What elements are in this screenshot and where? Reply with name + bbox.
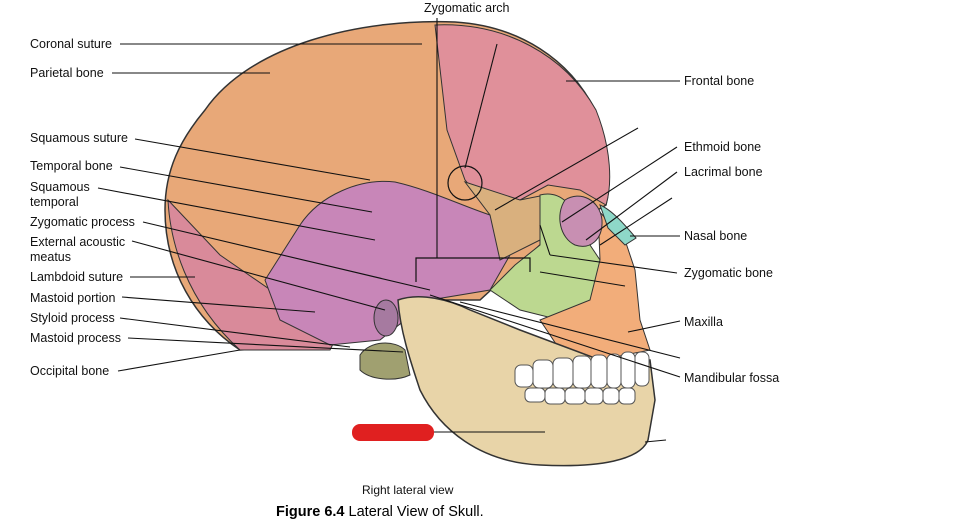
label-lambdoid-suture: Lambdoid suture	[30, 270, 124, 284]
label-frontal-bone: Frontal bone	[684, 74, 755, 88]
label-parietal-bone: Parietal bone	[30, 66, 104, 80]
label-temporal-bone: Temporal bone	[30, 159, 113, 173]
label-styloid-process: Styloid process	[30, 311, 115, 325]
label-nasal-bone: Nasal bone	[684, 229, 748, 243]
label-squamous-suture: Squamous suture	[30, 131, 128, 145]
label-mandibular-fossa: Mandibular fossa	[684, 371, 780, 385]
mastoid-process-region	[359, 342, 411, 380]
temporal-bone-region	[264, 180, 511, 346]
acoustic-meatus-shape	[373, 299, 399, 337]
frontal-bone-region	[434, 24, 611, 211]
label-maxilla: Maxilla	[684, 315, 723, 329]
figure-title: Lateral View of Skull.	[348, 504, 484, 520]
label-zygomatic-process: Zygomatic process	[30, 215, 135, 229]
label-external-acoustic-meatus: External acoustic meatus	[30, 235, 126, 264]
zygomatic-arch-bracket	[415, 257, 531, 282]
view-caption: Right lateral view	[362, 483, 454, 497]
teeth-group	[514, 351, 650, 405]
nasal-bone-region	[599, 204, 637, 246]
label-mastoid-process: Mastoid process	[30, 331, 122, 345]
label-ethmoid-bone: Ethmoid bone	[684, 140, 762, 154]
orbit-region	[559, 195, 603, 247]
label-occipital-bone: Occipital bone	[30, 364, 110, 378]
leader-lines	[97, 18, 681, 443]
label-squamous-temporal: Squamous temporal	[30, 180, 90, 209]
figure-number: Figure 6.4	[276, 504, 345, 520]
label-zygomatic-bone: Zygomatic bone	[684, 266, 773, 280]
label-lacrimal-bone: Lacrimal bone	[684, 165, 763, 179]
figure-caption: Figure 6.4 Lateral View of Skull.	[276, 504, 484, 520]
label-coronal-suture: Coronal suture	[30, 37, 112, 51]
label-mastoid-portion: Mastoid portion	[30, 291, 116, 305]
label-zygomatic-arch: Zygomatic arch	[424, 1, 510, 15]
red-highlight-bar	[352, 424, 434, 441]
